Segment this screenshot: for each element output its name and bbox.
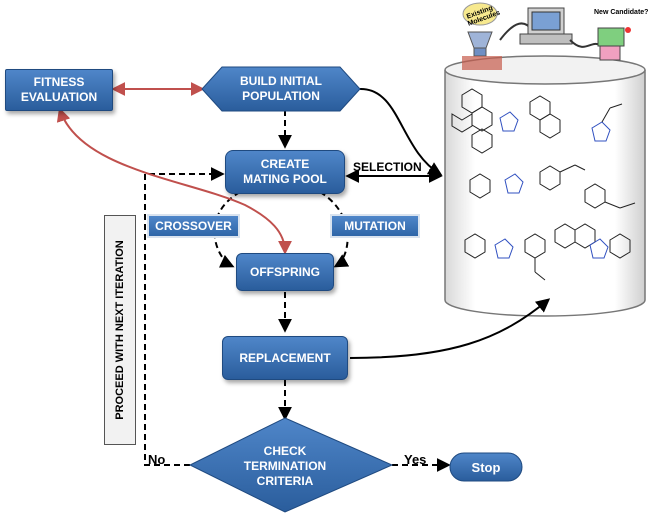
offspring-label: OFFSPRING <box>249 264 320 279</box>
proceed-next-iteration-label: PROCEED WITH NEXT ITERATION <box>114 240 126 420</box>
build-initial-population-node: BUILD INITIAL POPULATION <box>222 67 340 111</box>
build-population-shape <box>201 66 361 112</box>
crossover-label-box: CROSSOVER <box>147 214 240 238</box>
create-mating-pool-label: CREATE MATING POOL <box>243 157 327 186</box>
proceed-next-iteration-banner: PROCEED WITH NEXT ITERATION <box>104 215 136 445</box>
replacement-label: REPLACEMENT <box>239 350 331 365</box>
new-candidate-label: New Candidate? <box>594 9 649 16</box>
build-initial-population-label: BUILD INITIAL POPULATION <box>240 74 322 103</box>
screening-illustration <box>462 2 631 70</box>
stop-node: Stop <box>450 453 522 481</box>
molecule-database-cylinder <box>444 55 646 317</box>
stop-shape <box>449 452 523 482</box>
check-termination-shape <box>188 417 394 513</box>
check-termination-node: CHECK TERMINATION CRITERIA <box>215 440 355 492</box>
offspring-node: OFFSPRING <box>236 253 334 291</box>
check-termination-label: CHECK TERMINATION CRITERIA <box>243 443 327 488</box>
replacement-node: REPLACEMENT <box>222 336 348 380</box>
selection-label: SELECTION <box>353 160 422 174</box>
molecule-structures <box>451 88 636 281</box>
yes-label: Yes <box>404 452 427 467</box>
stop-label: Stop <box>471 459 501 475</box>
fitness-evaluation-node: FITNESS EVALUATION <box>5 69 113 111</box>
arrow-build-to-database <box>359 87 443 176</box>
mutation-label: MUTATION <box>344 219 406 233</box>
database-connectors <box>345 87 551 359</box>
arrow-replacement-to-database <box>349 298 551 359</box>
fitness-connectors <box>56 82 292 255</box>
mutation-label-box: MUTATION <box>330 214 420 238</box>
crossover-label: CROSSOVER <box>155 219 232 233</box>
create-mating-pool-node: CREATE MATING POOL <box>225 150 345 194</box>
fitness-evaluation-label: FITNESS EVALUATION <box>20 75 98 104</box>
arrow-fitness-offspring <box>56 107 292 255</box>
no-label: No <box>148 452 166 467</box>
